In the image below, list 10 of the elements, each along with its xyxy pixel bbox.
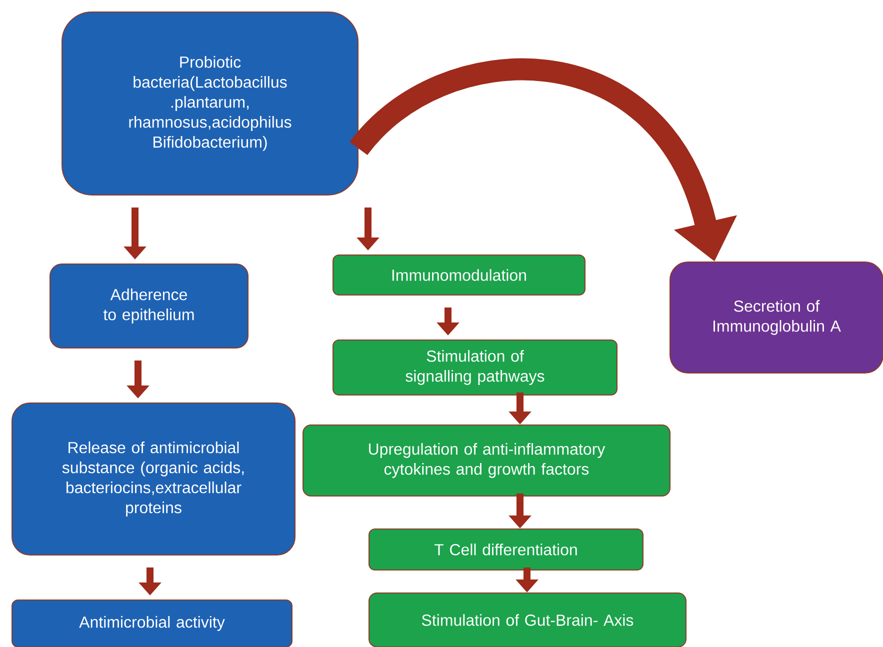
outcome-box: Secretion of Immunoglobulin A [670,261,883,374]
process-box: Antimicrobial activity [12,599,292,647]
process-box: Stimulation of Gut-Brain- Axis [368,592,686,647]
process-box: Probiotic bacteria(Lactobacillus .plantarum, rhamnosus,acidophilus Bifidobacterium) [62,12,358,196]
process-box: Immunomodulation [332,254,586,296]
process-box: Upregulation of anti-inflammatory cytokines and growth factors [302,424,670,496]
process-box: Release of antimicrobial substance (organic acids, bacteriocins,extracellular proteins [12,402,296,556]
process-box: Stimulation of signalling pathways [332,339,618,396]
process-box: T Cell differentiation [368,528,644,570]
process-box: Adherence to epithelium [50,264,248,348]
